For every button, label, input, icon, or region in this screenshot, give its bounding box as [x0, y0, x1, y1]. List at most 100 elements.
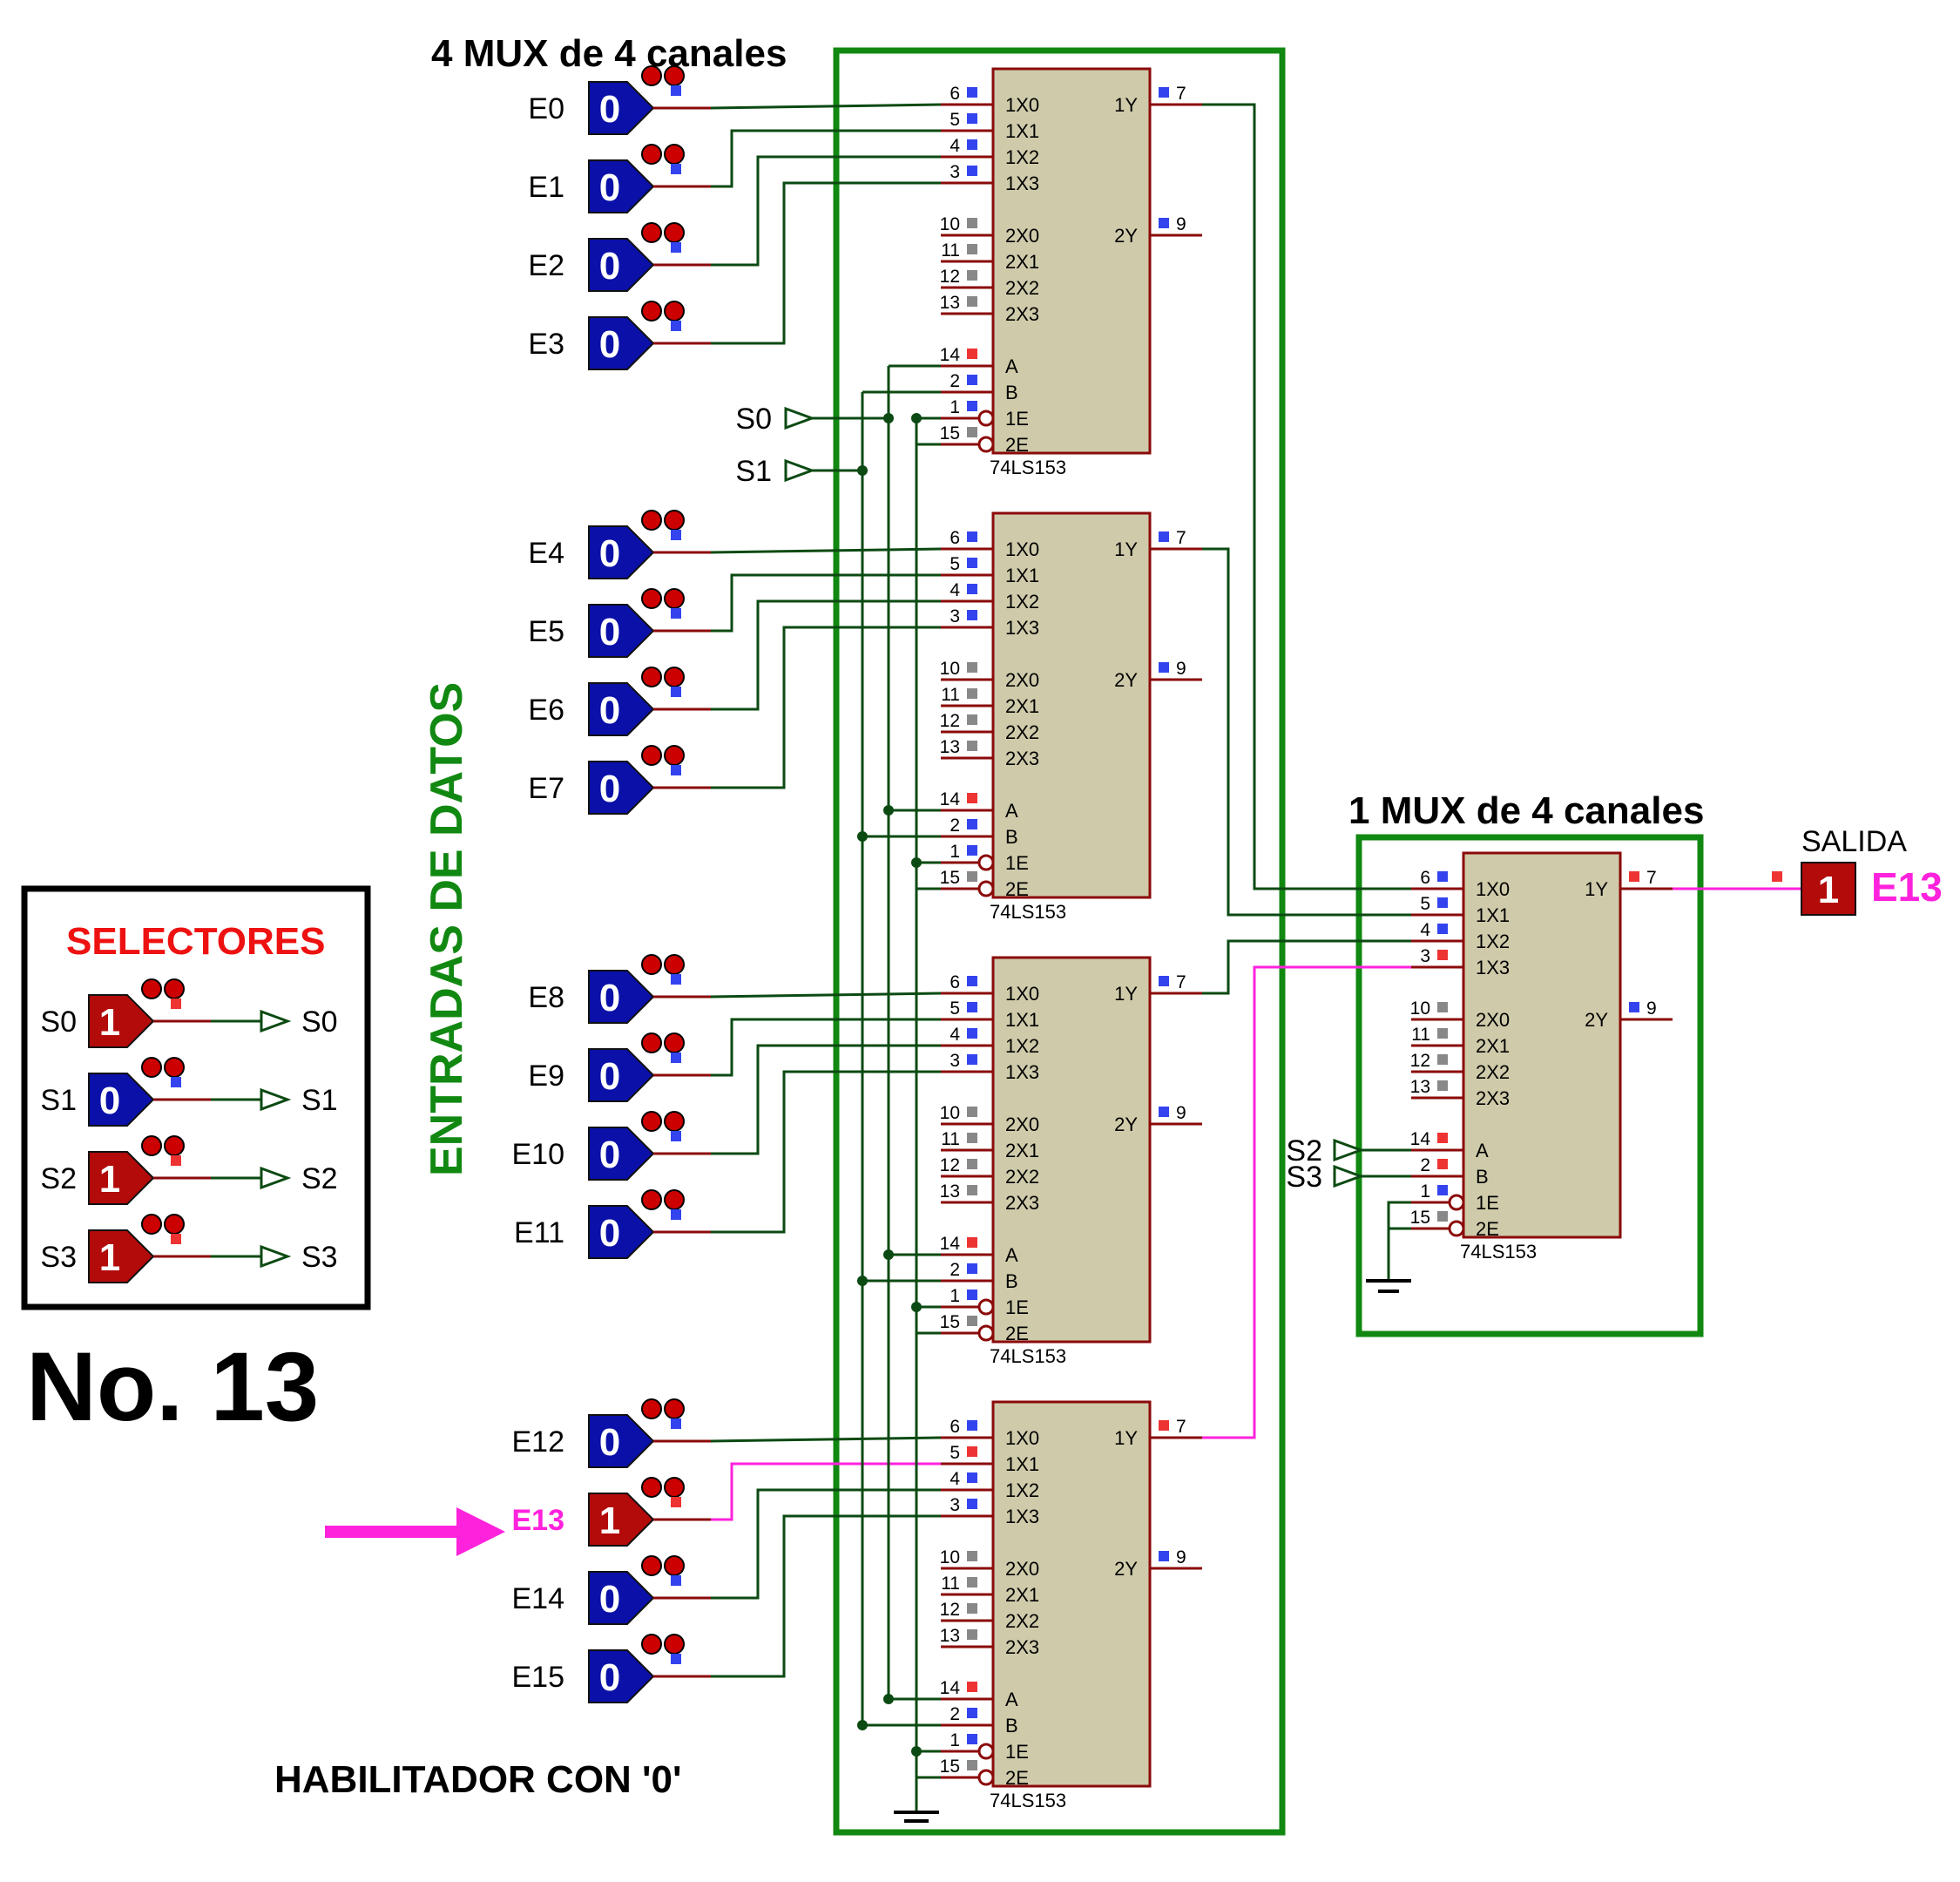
logic-state-value: 0 [599, 768, 620, 810]
active-wire [711, 1462, 941, 1521]
pin-number: 9 [1176, 1103, 1186, 1123]
pin-name: 1E [1005, 1741, 1029, 1763]
pin-name: 2E [1005, 878, 1029, 900]
state-indicator [1159, 218, 1169, 228]
pin-name: 2E [1005, 434, 1029, 456]
pin-number: 6 [950, 1417, 960, 1437]
pin-number: 4 [950, 580, 960, 600]
wire [711, 573, 941, 633]
pin-name: 2X0 [1005, 1558, 1039, 1580]
pin-name: 1E [1005, 852, 1029, 874]
chip-74ls153: 61X051X141X231X3102X0112X1122X2132X314A2… [940, 956, 1202, 1367]
inputs-layer: 0E00E10E20E30E40E50E60E70E80E90E100E110E… [40, 65, 1856, 1703]
pin-number: 15 [940, 1312, 960, 1332]
toggle-knob [664, 1634, 685, 1655]
pin-name: 1X2 [1005, 1479, 1039, 1501]
selectores-title: SELECTORES [66, 920, 325, 963]
logic-state-body [588, 604, 655, 658]
input-label: E1 [528, 171, 564, 204]
pin-name: 1X3 [1005, 1061, 1039, 1083]
toggle-knob [641, 510, 662, 531]
chip-body [991, 956, 1152, 1344]
logic-input-e0: 0E0 [528, 65, 711, 135]
state-indicator [671, 1654, 681, 1664]
state-indicator [967, 1316, 977, 1326]
wire [710, 103, 942, 110]
pin-number: 11 [1411, 1025, 1430, 1045]
pin-number: 11 [941, 240, 960, 261]
pin-number: 11 [941, 1574, 960, 1594]
pin-number: 13 [940, 1181, 960, 1202]
inversion-bubble [977, 880, 995, 897]
pin-number: 14 [940, 789, 961, 809]
toggle-knob [164, 1135, 185, 1156]
pin-number: 15 [940, 868, 960, 888]
pin-name: 1X2 [1476, 931, 1510, 952]
state-indicator [671, 1053, 681, 1063]
toggle-knob [141, 978, 162, 999]
toggle-knob [641, 1189, 662, 1210]
toggle-knob [664, 588, 685, 609]
pin-name: 1X0 [1005, 538, 1039, 560]
logic-state-value: 1 [99, 1236, 120, 1279]
pin-name: 2X3 [1005, 1192, 1039, 1214]
state-indicator [967, 166, 977, 176]
logic-state-value: 1 [99, 1158, 120, 1201]
pin-name: 2X2 [1005, 277, 1039, 299]
inversion-bubble [977, 436, 995, 453]
chip-body [991, 511, 1152, 899]
pin-name: 1X2 [1005, 591, 1039, 613]
input-label: E0 [528, 92, 564, 125]
toggle-knob [141, 1135, 162, 1156]
state-indicator [967, 1002, 977, 1012]
state-indicator [967, 558, 977, 568]
pin-name: 2X2 [1476, 1061, 1510, 1083]
logic-state-body [588, 81, 655, 135]
toggle-knob [664, 144, 685, 165]
pin-number: 4 [950, 1469, 960, 1489]
input-label: E7 [528, 772, 564, 805]
inversion-bubble [977, 1743, 995, 1760]
pin-name: 1Y [1585, 878, 1608, 900]
logic-state-body [588, 1414, 655, 1468]
pin-name: 1Y [1114, 983, 1138, 1005]
signal-terminal [784, 458, 816, 483]
pin-name: 2X1 [1005, 1584, 1039, 1606]
pin-name: 1X1 [1005, 565, 1039, 586]
junction-dot [857, 1720, 868, 1730]
state-indicator [671, 530, 681, 540]
state-indicator [671, 687, 681, 697]
logic-state-body [588, 1649, 655, 1703]
logic-state-body [588, 1127, 655, 1181]
toggle-knob [641, 144, 662, 165]
logic-input-e8: 0E8 [528, 954, 711, 1024]
state-indicator [967, 662, 977, 673]
pin-number: 3 [1420, 946, 1430, 966]
signal-label: S2 [301, 1162, 338, 1195]
pin-name: 1X2 [1005, 1035, 1039, 1057]
pin-name: 2X1 [1005, 251, 1039, 273]
toggle-knob [164, 1057, 185, 1078]
state-indicator [171, 1077, 181, 1087]
state-indicator [967, 1551, 977, 1561]
state-indicator [1159, 87, 1169, 98]
inversion-bubble [977, 1324, 995, 1342]
pin-name: 1X3 [1476, 957, 1510, 978]
pin-name: 1Y [1114, 94, 1138, 116]
pin-number: 5 [950, 999, 960, 1019]
pin-number: 2 [950, 1704, 960, 1724]
chip-body [991, 67, 1152, 455]
input-label: E4 [528, 537, 564, 570]
junction-dot [883, 805, 894, 816]
logic-input-e5: 0E5 [528, 588, 711, 658]
pin-name: 2Y [1114, 669, 1138, 691]
output-name-label: E13 [1871, 864, 1943, 910]
state-indicator [967, 1603, 977, 1614]
pin-name: 1X0 [1005, 1427, 1039, 1449]
state-indicator [967, 688, 977, 699]
pin-name: A [1005, 1244, 1018, 1266]
signal-label: S0 [301, 1005, 338, 1039]
pin-name: B [1005, 1715, 1018, 1736]
